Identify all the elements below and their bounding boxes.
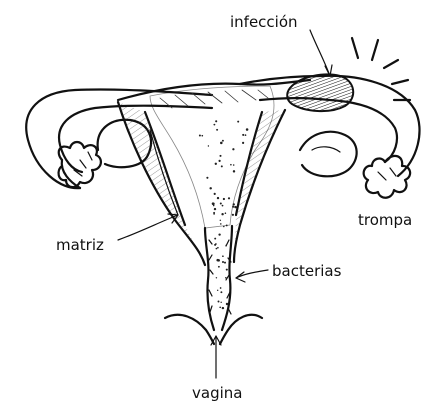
bacteria-dot bbox=[226, 224, 228, 226]
bacteria-dot bbox=[218, 301, 220, 303]
bacteria-dot bbox=[226, 269, 228, 271]
bacteria-dot bbox=[220, 220, 221, 221]
bacteria-dot bbox=[222, 261, 224, 263]
bacteria-dot bbox=[233, 203, 235, 205]
bacteria-dot bbox=[223, 226, 225, 228]
bacteria-dot bbox=[222, 205, 224, 207]
bacteria-dot bbox=[214, 238, 216, 240]
bacteria-dot bbox=[213, 212, 215, 214]
bacteria-dot bbox=[215, 163, 217, 165]
bacteria-dot bbox=[220, 291, 222, 293]
bacteria-dot bbox=[224, 262, 226, 264]
bacteria-dot bbox=[209, 187, 211, 189]
bacteria-dot bbox=[216, 248, 218, 250]
bacteria-dot bbox=[226, 303, 228, 305]
bacteria-dot bbox=[218, 266, 220, 268]
bacteria-dot bbox=[217, 259, 220, 262]
bacteria-dot bbox=[215, 243, 217, 245]
bacteria-dot bbox=[232, 206, 234, 208]
label-vagina: vagina bbox=[192, 384, 242, 402]
bacteria-dot bbox=[223, 198, 225, 200]
bacteria-dot bbox=[242, 134, 244, 136]
bacteria-dot bbox=[221, 213, 223, 215]
bacteria-dot bbox=[213, 205, 214, 206]
label-infeccion: infección bbox=[230, 13, 298, 31]
bacteria-dot bbox=[208, 145, 209, 146]
bacteria-dot bbox=[216, 129, 218, 131]
bacteria-dot bbox=[217, 197, 219, 199]
infection-rays bbox=[352, 38, 410, 100]
bacteria-dot bbox=[212, 202, 215, 205]
bacteria-dot bbox=[234, 206, 236, 208]
bacteria-dot bbox=[201, 135, 203, 137]
bacteria-dot bbox=[246, 128, 249, 131]
bacteria-dot bbox=[242, 142, 244, 144]
bacteria-dot bbox=[219, 306, 221, 308]
bacteria-dot bbox=[221, 165, 223, 167]
bacteria-dot bbox=[233, 164, 235, 166]
label-trompa: trompa bbox=[358, 211, 412, 229]
bacteria-dot bbox=[220, 142, 223, 145]
left-uterine-wall bbox=[118, 102, 205, 265]
bacteria-dot bbox=[222, 255, 224, 257]
bacteria-dot bbox=[214, 208, 216, 210]
bacteria-dot bbox=[220, 202, 222, 204]
bacteria-dot bbox=[199, 134, 201, 136]
right-uterine-wall bbox=[234, 110, 285, 262]
label-matriz: matriz bbox=[56, 236, 104, 254]
bacteria-dot bbox=[218, 233, 220, 235]
label-bacterias: bacterias bbox=[272, 262, 342, 280]
bacteria-dot bbox=[216, 277, 217, 278]
bacteria-dot bbox=[220, 223, 222, 225]
bacteria-dot bbox=[222, 307, 224, 309]
bacteria-dot bbox=[213, 124, 215, 126]
bacteria-dot bbox=[219, 155, 221, 157]
bacteria-dot bbox=[220, 302, 221, 303]
bacteria-dot bbox=[222, 140, 224, 142]
bacteria-dot bbox=[233, 170, 235, 172]
bacteria-dot bbox=[225, 245, 227, 247]
bacteria-dot bbox=[228, 197, 230, 199]
bacteria-dot bbox=[206, 177, 208, 179]
bacteria-dot bbox=[245, 134, 247, 136]
bacteria-dot bbox=[232, 148, 234, 150]
bacteria-dot bbox=[214, 193, 216, 195]
bacteria-dot bbox=[232, 214, 234, 216]
bacteria-dot bbox=[218, 160, 220, 162]
bacteria-dot bbox=[220, 287, 222, 289]
bacteria-dot bbox=[217, 290, 218, 291]
bacteria-dot bbox=[225, 277, 227, 279]
bacteria-dot bbox=[217, 247, 219, 249]
bacteria-dot bbox=[230, 164, 232, 166]
cervix-vagina bbox=[165, 226, 262, 344]
bacteria-dot bbox=[237, 121, 239, 123]
bacteria-dot bbox=[225, 212, 227, 214]
bacteria-dot bbox=[215, 120, 217, 122]
